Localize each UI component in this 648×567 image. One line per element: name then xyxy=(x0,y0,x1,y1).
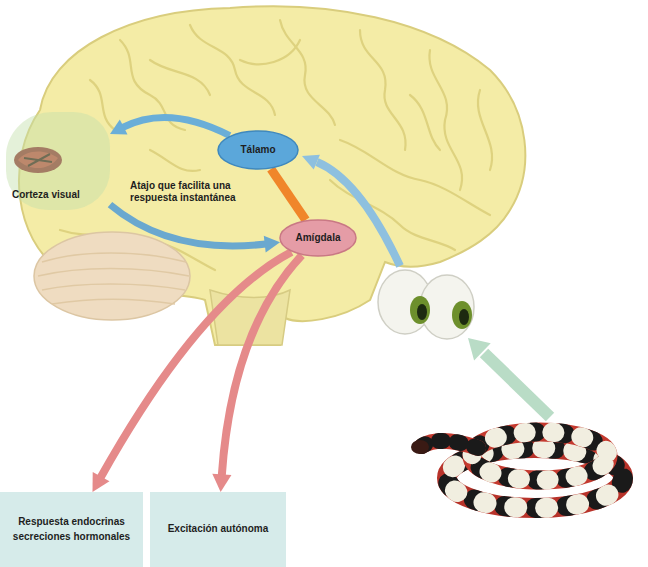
node-label: Amígdala xyxy=(295,231,340,246)
arrow-head xyxy=(264,236,280,253)
ellipse-shape xyxy=(280,220,356,256)
snake-illustration xyxy=(411,432,623,508)
arrow-head xyxy=(212,474,231,492)
arrow-head xyxy=(92,472,109,492)
connector-arrow xyxy=(110,117,230,135)
connector-line xyxy=(271,169,306,220)
node-label: Corteza visual xyxy=(12,188,80,203)
connector-line xyxy=(123,117,230,135)
visual-cortex-region: Corteza visual xyxy=(6,112,110,210)
response-box: Excitación autónoma xyxy=(150,492,286,567)
arrow-head xyxy=(110,120,128,135)
amygdala-node: Amígdala xyxy=(279,219,357,257)
node-label: Respuesta endocrinas secreciones hormona… xyxy=(8,515,135,544)
connector-arrow xyxy=(92,252,291,492)
connector-arrow xyxy=(212,255,302,492)
connector-arrow xyxy=(110,205,280,253)
cerebellum xyxy=(34,232,190,320)
node-label: Excitación autónoma xyxy=(168,522,269,537)
node-label: Tálamo xyxy=(240,143,275,158)
connector-line xyxy=(222,255,302,475)
thalamus-node: Tálamo xyxy=(217,130,299,170)
cerebellum-folds xyxy=(38,253,189,304)
eyes xyxy=(378,270,474,339)
connector-arrow xyxy=(271,169,306,220)
edge-label: Atajo que facilita una respuesta instant… xyxy=(130,180,238,204)
connector-line xyxy=(101,252,292,478)
ellipse-shape xyxy=(218,131,298,169)
connector-line xyxy=(110,205,266,246)
stimulus-arrow xyxy=(468,338,550,417)
response-box: Respuesta endocrinas secreciones hormona… xyxy=(0,492,143,567)
